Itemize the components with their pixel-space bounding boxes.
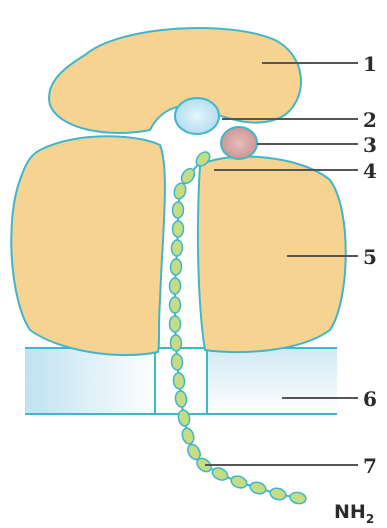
label-2: 2 [363, 108, 377, 132]
chain-bead [210, 466, 229, 483]
red-particle [221, 127, 257, 159]
label-4: 4 [363, 159, 377, 183]
chain-bead [172, 202, 184, 219]
label-3: 3 [363, 133, 377, 157]
amino-terminus-subscript: 2 [366, 512, 374, 526]
label-5: 5 [363, 245, 377, 269]
amino-terminus-main: NH [334, 501, 366, 523]
chain-bead [180, 427, 195, 445]
chain-bead [230, 474, 249, 490]
chain-bead [169, 278, 180, 294]
chain-bead [269, 487, 287, 502]
blue-particle [175, 98, 219, 134]
amino-terminus-label: NH2 [334, 501, 374, 526]
chain-bead [170, 259, 182, 276]
label-6: 6 [363, 387, 377, 411]
membrane-right-segment [207, 348, 337, 414]
chain-bead [289, 491, 307, 505]
chain-bead [249, 480, 268, 495]
membrane-left-segment [25, 348, 160, 414]
chain-bead [170, 297, 181, 313]
chain-bead [170, 335, 182, 352]
chain-bead [171, 240, 183, 257]
chain-bead [171, 354, 183, 371]
large-subunit-right-lobe [198, 157, 346, 353]
label-7: 7 [363, 454, 377, 478]
chain-bead [172, 182, 187, 200]
chain-bead [172, 221, 183, 237]
chain-bead [169, 316, 180, 332]
label-1: 1 [363, 52, 377, 76]
large-subunit-left-lobe [11, 136, 165, 355]
